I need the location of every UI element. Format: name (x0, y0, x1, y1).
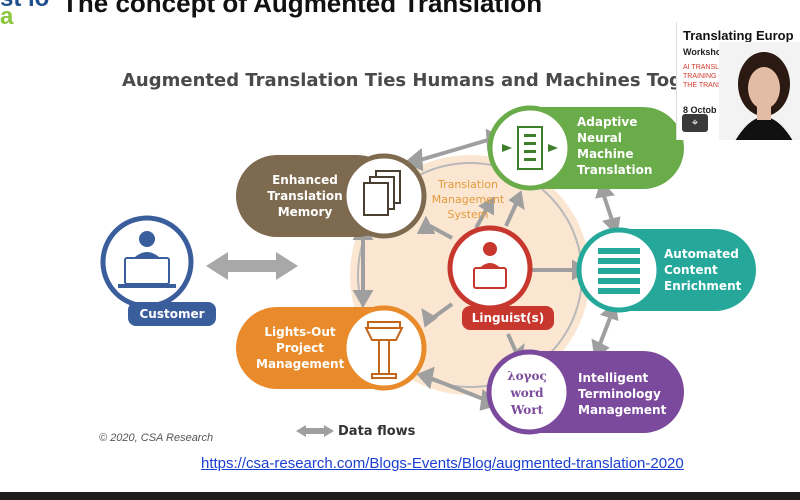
terminology-label-line: Intelligent (578, 371, 649, 385)
tms-label: Translation Management System (426, 177, 510, 222)
enrichment-label-line: Enrichment (664, 279, 742, 293)
memory-label: Enhanced Translation Memory (262, 172, 348, 220)
neural-network-icon (502, 126, 558, 170)
speaker-video (719, 42, 800, 140)
linguist-icon (473, 242, 507, 289)
customer-icon (118, 231, 176, 288)
customer-label-pill (128, 302, 216, 326)
memory-label-line: Memory (277, 205, 333, 219)
wordmark-german: Wort (510, 403, 544, 417)
enrichment-label-line: Content (664, 263, 718, 277)
legend-label: Data flows (338, 424, 416, 439)
project-label: Lights-Out Project Management (256, 324, 344, 372)
bottom-bar (0, 492, 800, 500)
memory-label-line: Enhanced (272, 173, 338, 187)
customer-label: Customer (139, 307, 205, 321)
terminology-wordmark: λογος word Wort (496, 368, 558, 419)
linguist-label: Linguist(s) (471, 311, 545, 325)
logo-line-2: a (0, 3, 14, 30)
customer-arrow (206, 252, 298, 280)
terminology-circle (486, 349, 572, 435)
tms-label-line-3: System (447, 208, 489, 221)
content-stack-icon (598, 248, 640, 294)
pin-icon[interactable]: ⌖ (682, 114, 708, 132)
project-label-line: Management (256, 357, 345, 371)
video-banner-title: Translating Europ (683, 28, 794, 43)
enrichment-label: Automated Content Enrichment (664, 246, 741, 294)
copyright: © 2020, CSA Research (99, 432, 214, 444)
legend-arrow (296, 425, 334, 437)
mt-label-line: Translation (577, 163, 653, 177)
wordmark-english: word (510, 386, 544, 400)
mt-label-line: Neural (577, 131, 622, 145)
control-tower-icon (364, 321, 404, 379)
terminology-label-line: Management (578, 403, 667, 417)
terminology-label: Intelligent Terminology Management (578, 370, 666, 418)
video-banner-red-line: TRAINING P (683, 73, 724, 80)
documents-icon (363, 170, 401, 216)
video-banner-red-line: THE TRANS (683, 82, 723, 89)
terminology-label-line: Terminology (578, 387, 661, 401)
slide-title: The concept of Augmented Translation (62, 0, 543, 18)
wordmark-greek: λογος (507, 369, 547, 383)
logo: st io a (0, 0, 49, 29)
tms-label-line-1: Translation (438, 178, 498, 191)
enrichment-label-line: Automated (664, 247, 739, 261)
video-banner-date: 8 Octob (683, 105, 717, 115)
video-banner-red-line: AI TRANSLATI (683, 64, 730, 71)
tms-label-line-2: Management (431, 193, 505, 206)
linguist-label-pill (462, 306, 554, 330)
mt-label-line: Machine (577, 147, 634, 161)
mt-label: Adaptive Neural Machine Translation (577, 114, 652, 178)
logo-line-1: st io (0, 0, 49, 12)
project-label-line: Project (275, 341, 325, 355)
mt-label-line: Adaptive (577, 115, 638, 129)
video-banner-subtitle: Workshops 2024 (683, 47, 755, 57)
diagram-title: Augmented Translation Ties Humans and Ma… (122, 70, 682, 91)
memory-label-line: Translation (267, 189, 343, 203)
source-link[interactable]: https://csa-research.com/Blogs-Events/Bl… (201, 455, 684, 472)
project-label-line: Lights-Out (264, 325, 336, 339)
video-tile[interactable]: Translating Europ Workshops 2024 AI TRAN… (676, 22, 800, 140)
